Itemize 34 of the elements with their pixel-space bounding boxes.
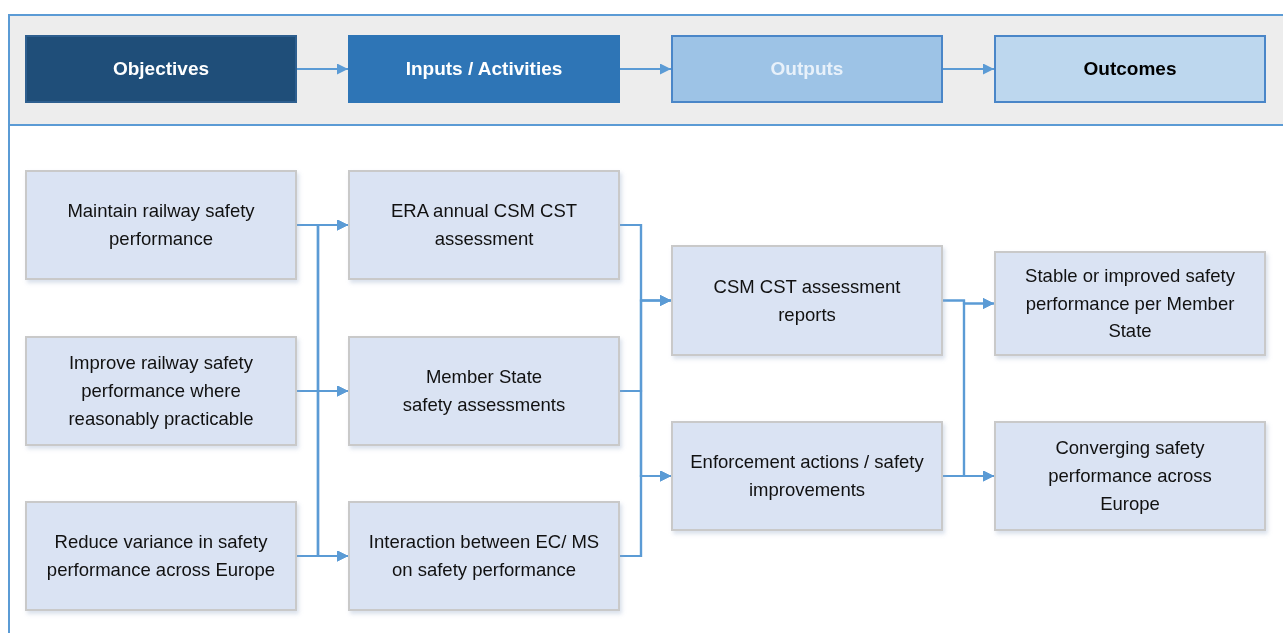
box-text: Enforcement actions / safety improvements xyxy=(689,450,925,502)
box-text: Improve railway safety performance where reasonably practicable xyxy=(67,351,255,431)
process-box xyxy=(994,251,1266,356)
process-box xyxy=(25,501,297,611)
box-text: CSM CST assessment reports xyxy=(712,274,902,327)
arrow xyxy=(943,63,994,75)
header-box xyxy=(994,35,1266,103)
process-box xyxy=(348,501,620,611)
column-heading: Objectives xyxy=(112,56,210,81)
box-text: Interaction between EC/ MS on safety performance xyxy=(367,530,601,582)
process-box xyxy=(671,245,943,356)
arrow xyxy=(620,63,671,75)
header-box xyxy=(25,35,297,103)
process-box xyxy=(671,421,943,531)
arrow xyxy=(297,550,348,562)
arrow xyxy=(297,63,348,75)
box-text: Stable or improved safety performance per Member State xyxy=(1024,263,1236,344)
process-box xyxy=(25,170,297,280)
process-box xyxy=(25,336,297,446)
header-box xyxy=(348,35,620,103)
arrow xyxy=(943,470,994,482)
process-box xyxy=(994,421,1266,531)
column-heading: Inputs / Activities xyxy=(405,56,563,81)
process-box xyxy=(348,170,620,280)
column-heading: Outcomes xyxy=(1083,56,1177,81)
box-text: Member State safety assessments xyxy=(401,365,567,417)
box-text: Reduce variance in safety performance across Europe xyxy=(45,530,277,582)
box-text: Maintain railway safety performance xyxy=(66,199,256,251)
box-text: Converging safety performance across Europe xyxy=(1047,436,1213,516)
process-box xyxy=(348,336,620,446)
box-text: ERA annual CSM CST assessment xyxy=(389,199,579,251)
arrow xyxy=(620,470,671,558)
column-heading: Outputs xyxy=(770,56,844,81)
header-box xyxy=(671,35,943,103)
